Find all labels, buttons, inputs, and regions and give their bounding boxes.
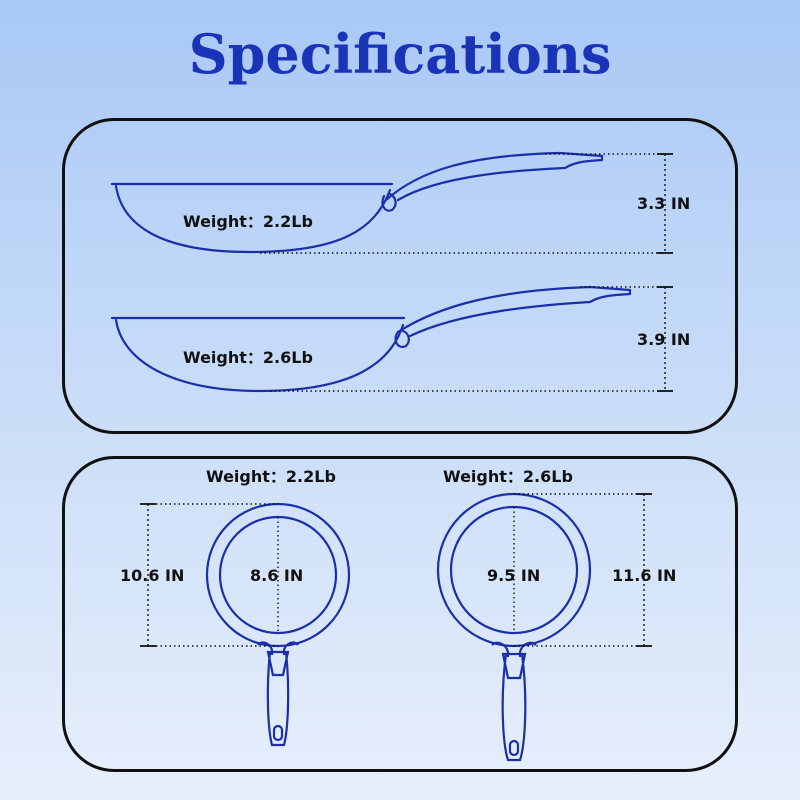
small-pan-weight-label: Weight：2.2Lb [183, 212, 313, 231]
top-view-panel [62, 456, 738, 772]
large-pan-side-illustration [110, 285, 632, 393]
large-pan-outer-diameter-label: 11.6 IN [612, 566, 677, 585]
small-pan-side-illustration [110, 151, 604, 254]
large-pan-weight-label: Weight：2.6Lb [183, 348, 313, 367]
small-pan-inner-diameter-label: 8.6 IN [250, 566, 304, 585]
small-pan-outer-diameter-label: 10.6 IN [120, 566, 185, 585]
large-pan-inner-diameter-label: 9.5 IN [487, 566, 541, 585]
page-title: Specifications [188, 22, 612, 86]
large-pan-height-label: 3.9 IN [637, 330, 691, 349]
large-pan-top-illustration [436, 492, 592, 762]
small-pan-top-weight-label: Weight：2.2Lb [206, 467, 336, 486]
large-pan-top-weight-label: Weight：2.6Lb [443, 467, 573, 486]
small-pan-height-label: 3.3 IN [637, 194, 691, 213]
side-view-panel [62, 118, 738, 434]
